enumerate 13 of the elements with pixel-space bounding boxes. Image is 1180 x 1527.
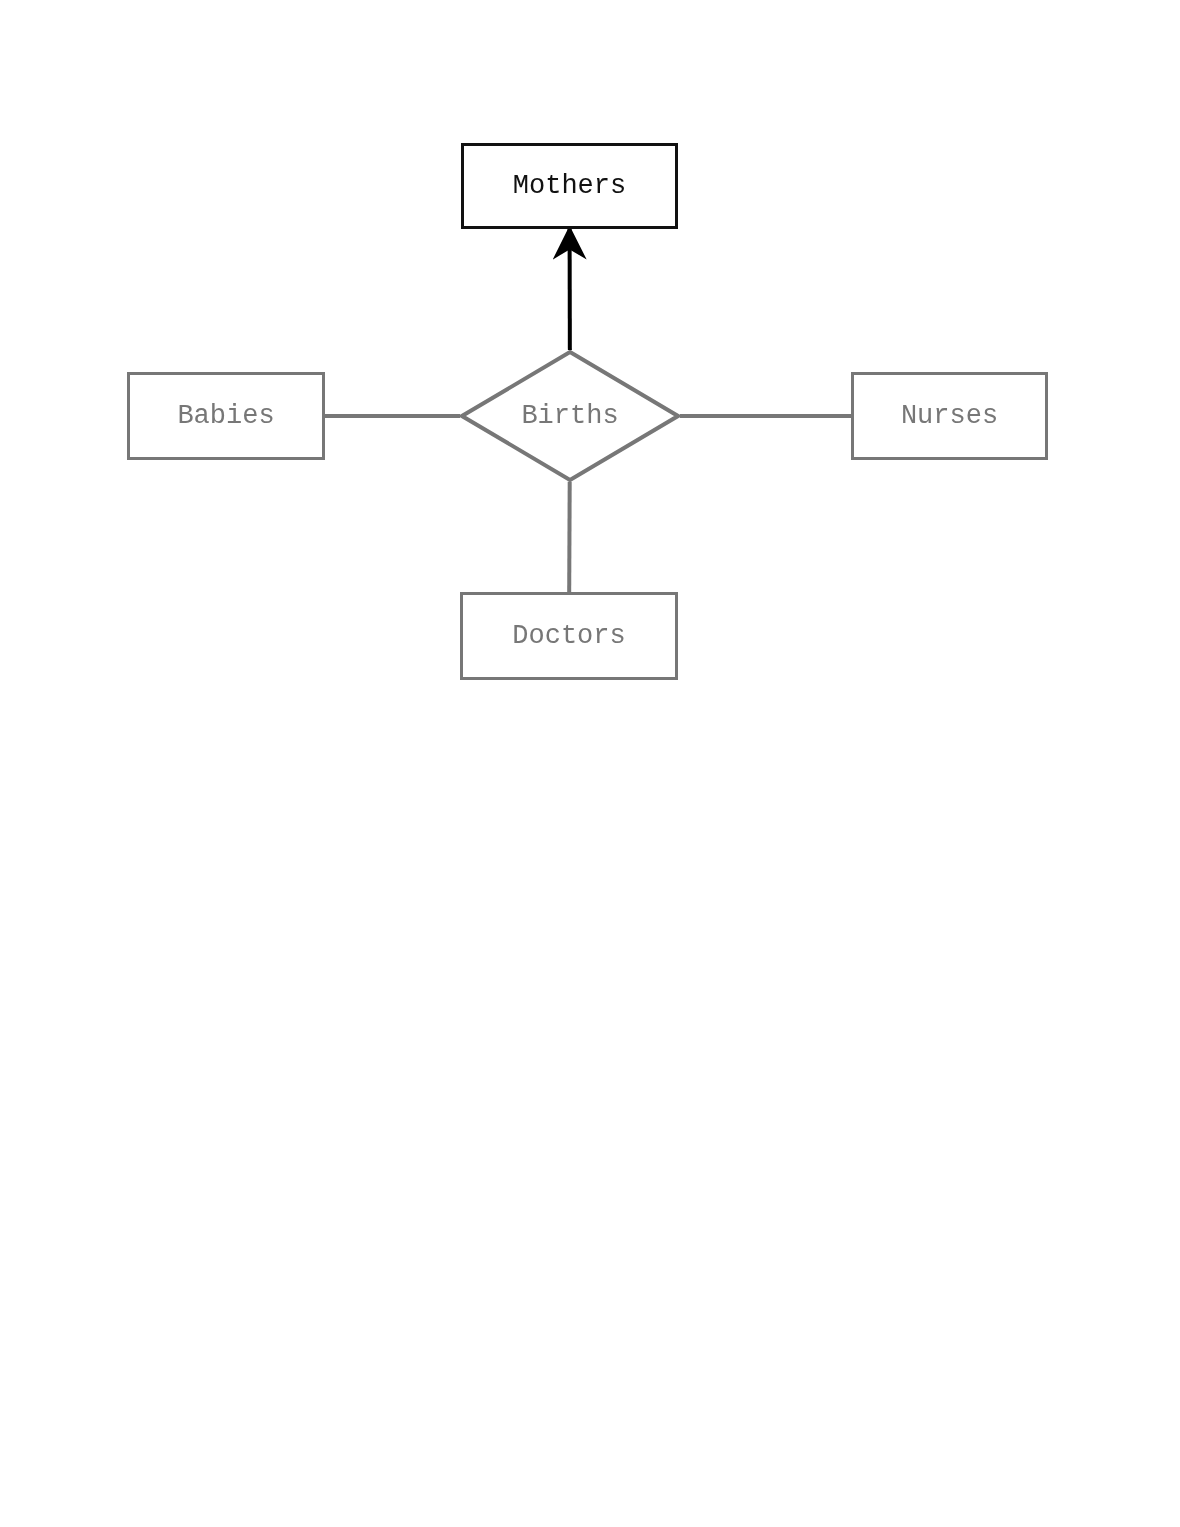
entity-box [127,372,325,460]
entity-box [460,592,678,680]
connector-line [567,481,572,592]
entity-label: Babies [177,401,275,431]
entity-label: Nurses [900,401,999,431]
relationship-diamond [460,350,680,482]
entity-label: Doctors [512,621,626,651]
entity-box [851,372,1048,460]
entity-label: Births [521,401,619,431]
entity-box [461,143,678,229]
connector-line [680,414,851,418]
entity-label: Mothers [512,171,627,201]
connector-line [325,414,460,418]
